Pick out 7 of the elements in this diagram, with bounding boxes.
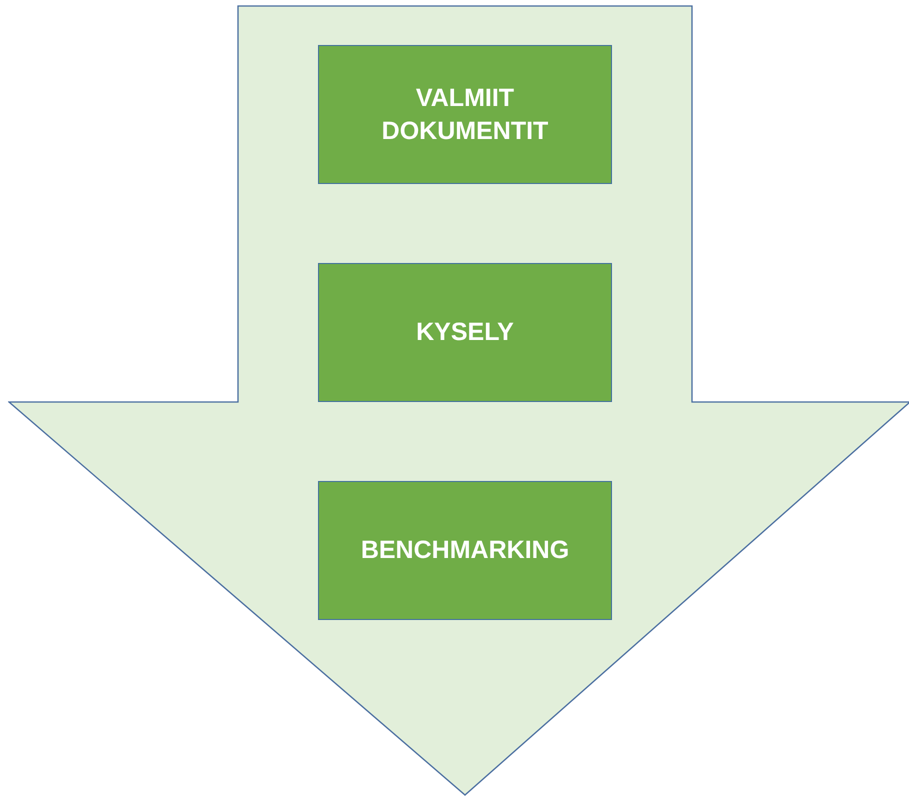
box-label: KYSELY (415, 317, 515, 348)
process-box (318, 45, 612, 184)
box-label: VALMIIT DOKUMENTIT (380, 83, 550, 146)
process-box (318, 481, 612, 620)
down-arrow-shape (8, 5, 909, 796)
process-box (318, 263, 612, 402)
box-label: BENCHMARKING (360, 535, 570, 566)
